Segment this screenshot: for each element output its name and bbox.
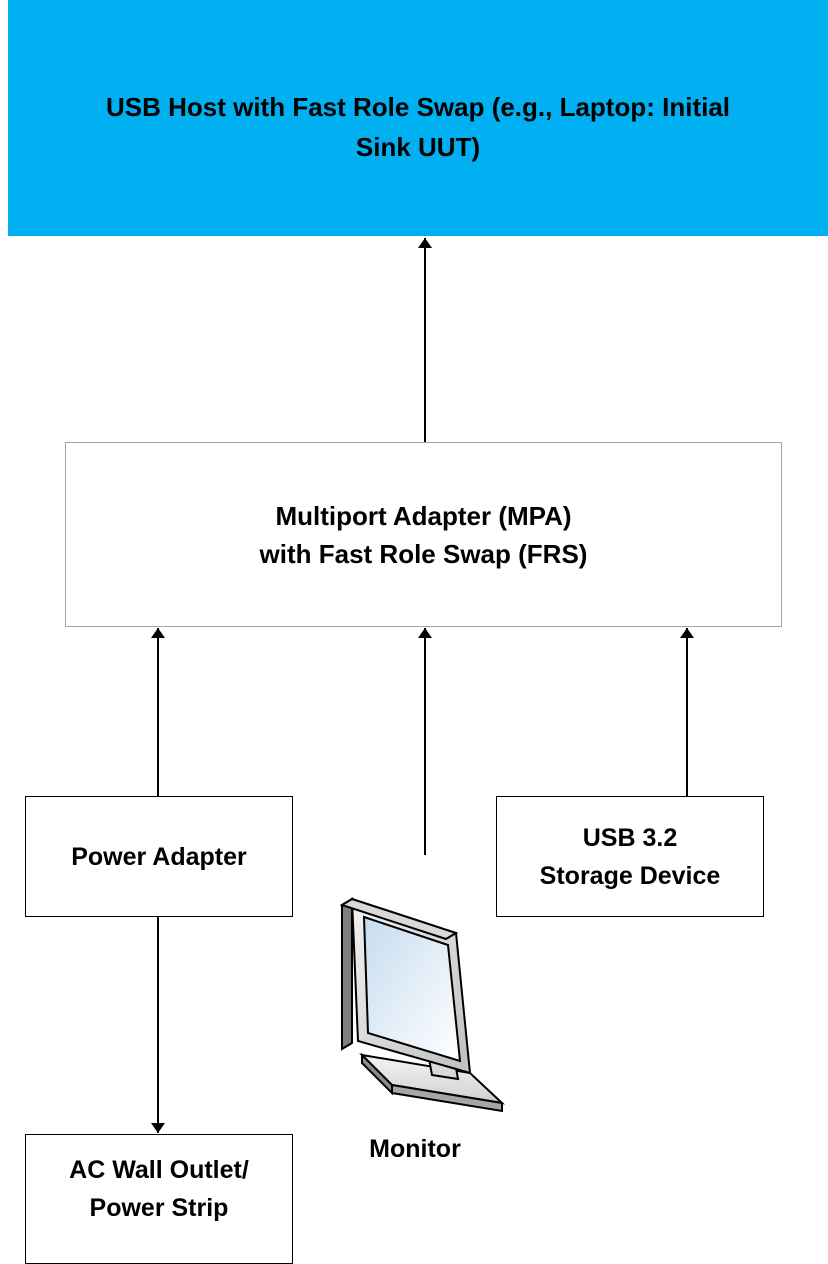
multiport-adapter-box: Multiport Adapter (MPA) with Fast Role S… <box>65 442 782 627</box>
storage-label-line2: Storage Device <box>539 861 721 890</box>
power-adapter-box: Power Adapter <box>25 796 293 917</box>
usb-host-box: USB Host with Fast Role Swap (e.g., Lapt… <box>8 0 828 236</box>
outlet-label-line2: Power Strip <box>89 1194 229 1222</box>
usb-host-label-line2: Sink UUT) <box>355 132 481 162</box>
monitor-label: Monitor <box>369 1135 461 1163</box>
outlet-label-line1: AC Wall Outlet/ <box>69 1156 249 1184</box>
mpa-label-line2: with Fast Role Swap (FRS) <box>259 538 588 569</box>
ac-outlet-box: AC Wall Outlet/ Power Strip <box>25 1134 293 1264</box>
usb-host-label-line1: USB Host with Fast Role Swap (e.g., Lapt… <box>105 92 731 122</box>
monitor-icon <box>339 897 506 1113</box>
power-adapter-label: Power Adapter <box>71 842 247 871</box>
storage-label-line1: USB 3.2 <box>582 823 678 852</box>
mpa-label-line1: Multiport Adapter (MPA) <box>275 500 572 531</box>
storage-device-box: USB 3.2 Storage Device <box>496 796 764 917</box>
